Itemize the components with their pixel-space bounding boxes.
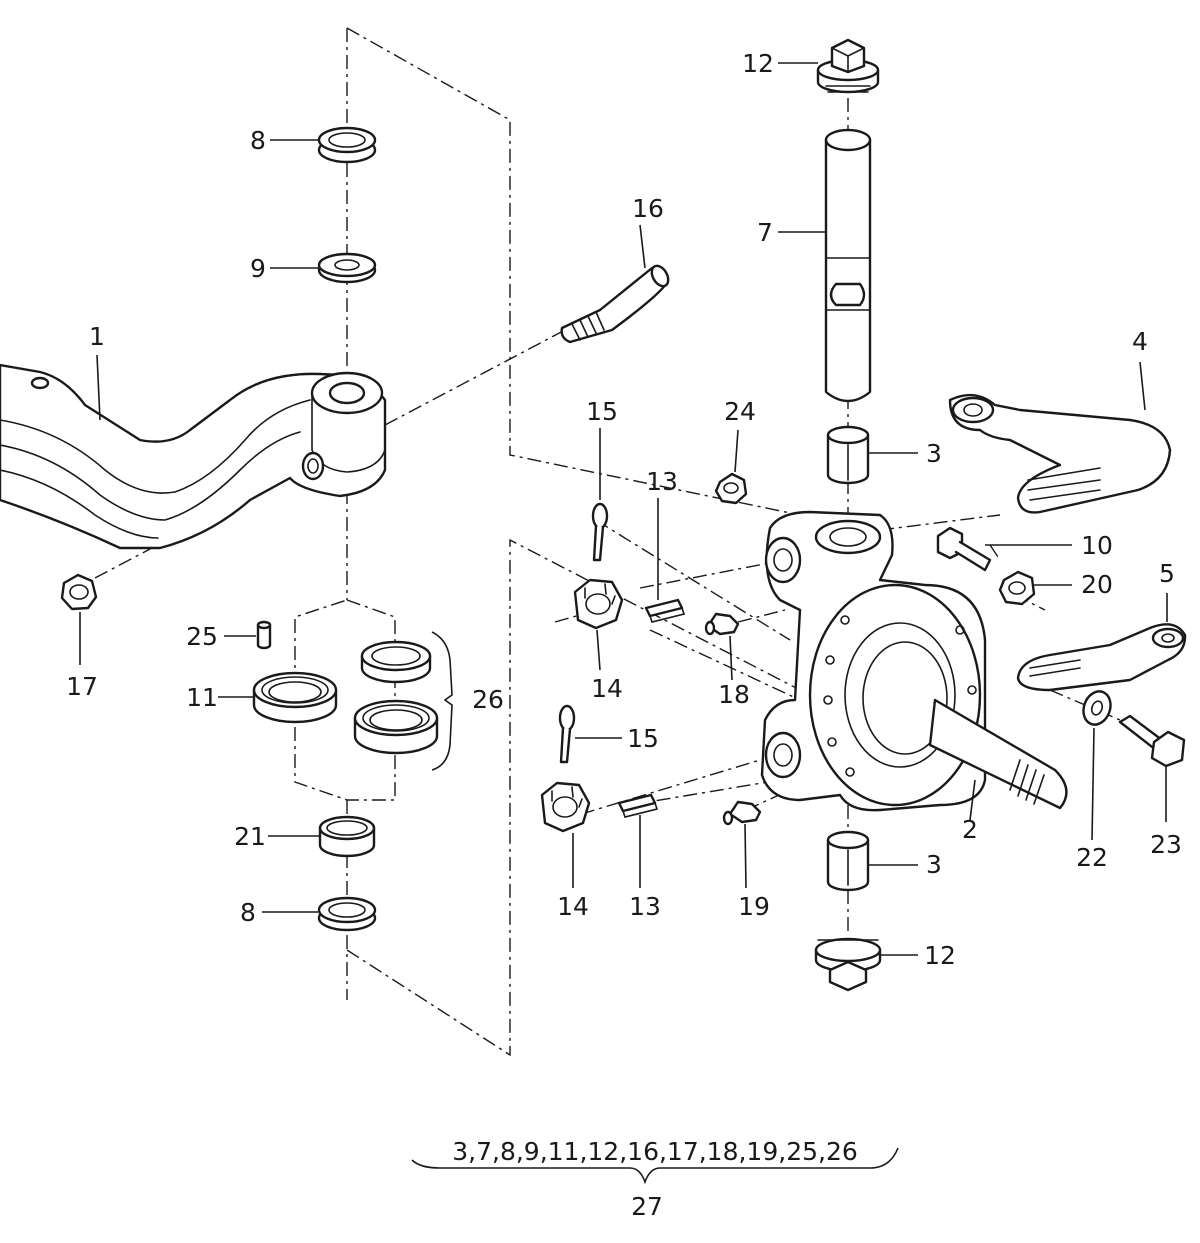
callout-22: 22 — [1076, 843, 1108, 872]
callout-3-upper: 3 — [926, 439, 942, 468]
bearing — [252, 671, 338, 724]
king-pin — [824, 128, 872, 403]
kit-contents-list: 3,7,8,9,11,12,16,17,18,19,25,26 — [452, 1137, 858, 1166]
kit-number: 27 — [631, 1192, 663, 1221]
steering-knuckle — [760, 510, 1068, 812]
castle-nut-lower — [540, 781, 591, 833]
callout-13-lower: 13 — [629, 892, 661, 921]
hex-bolt-lower — [1118, 714, 1186, 768]
callout-17: 17 — [66, 672, 98, 701]
steering-arm — [948, 393, 1172, 514]
key-lower — [617, 793, 659, 818]
hex-nut-right — [998, 570, 1036, 606]
callout-15-lower: 15 — [627, 724, 659, 753]
callout-5: 5 — [1159, 559, 1175, 588]
hex-nut-small — [714, 472, 748, 505]
callout-9: 9 — [250, 254, 266, 283]
callout-21: 21 — [234, 822, 266, 851]
callout-26: 26 — [472, 685, 504, 714]
callout-3-lower: 3 — [926, 850, 942, 879]
seal-ring-bottom — [317, 896, 377, 932]
callout-13-upper: 13 — [646, 467, 678, 496]
callout-11: 11 — [186, 683, 218, 712]
callout-8-top: 8 — [250, 126, 266, 155]
callout-12-bottom: 12 — [924, 941, 956, 970]
thrust-washer — [317, 252, 377, 284]
callout-2: 2 — [962, 815, 978, 844]
callout-10: 10 — [1081, 531, 1113, 560]
hex-nut-left — [60, 573, 98, 611]
bush-lower — [826, 830, 870, 892]
screw-plug-top — [816, 38, 880, 94]
callout-labels: 1 8 9 16 17 25 11 26 21 8 12 7 3 3 12 4 … — [66, 49, 1182, 1221]
callout-4: 4 — [1132, 327, 1148, 356]
seal-ring-top — [317, 126, 377, 164]
track-rod-arm — [1016, 623, 1187, 692]
key-upper — [644, 598, 686, 623]
bush-upper — [826, 425, 870, 485]
callout-15-upper: 15 — [586, 397, 618, 426]
callout-12-top: 12 — [742, 49, 774, 78]
callout-7: 7 — [757, 218, 773, 247]
callout-19: 19 — [738, 892, 770, 921]
hex-bolt-upper — [936, 526, 992, 572]
bearing-set — [353, 631, 453, 771]
tapered-pin — [560, 264, 670, 344]
callout-leaders — [79, 62, 1168, 1185]
callout-1: 1 — [89, 322, 105, 351]
washer — [1082, 690, 1112, 726]
callout-18: 18 — [718, 680, 750, 709]
callout-23: 23 — [1150, 830, 1182, 859]
callout-8-bottom: 8 — [240, 898, 256, 927]
axle-beam — [0, 363, 387, 550]
callout-24: 24 — [724, 397, 756, 426]
split-pin-upper — [591, 502, 609, 562]
callout-20: 20 — [1081, 570, 1113, 599]
callout-14-upper: 14 — [591, 674, 623, 703]
grease-nipple-upper — [704, 612, 740, 636]
split-pin-lower — [558, 704, 576, 764]
screw-plug-bottom — [814, 937, 882, 992]
bush-ring — [318, 815, 376, 858]
grease-nipple-lower — [722, 800, 762, 826]
dowel-pin — [256, 620, 272, 650]
callout-14-lower: 14 — [557, 892, 589, 921]
callout-25: 25 — [186, 622, 218, 651]
callout-16: 16 — [632, 194, 664, 223]
castle-nut-upper — [573, 578, 624, 630]
